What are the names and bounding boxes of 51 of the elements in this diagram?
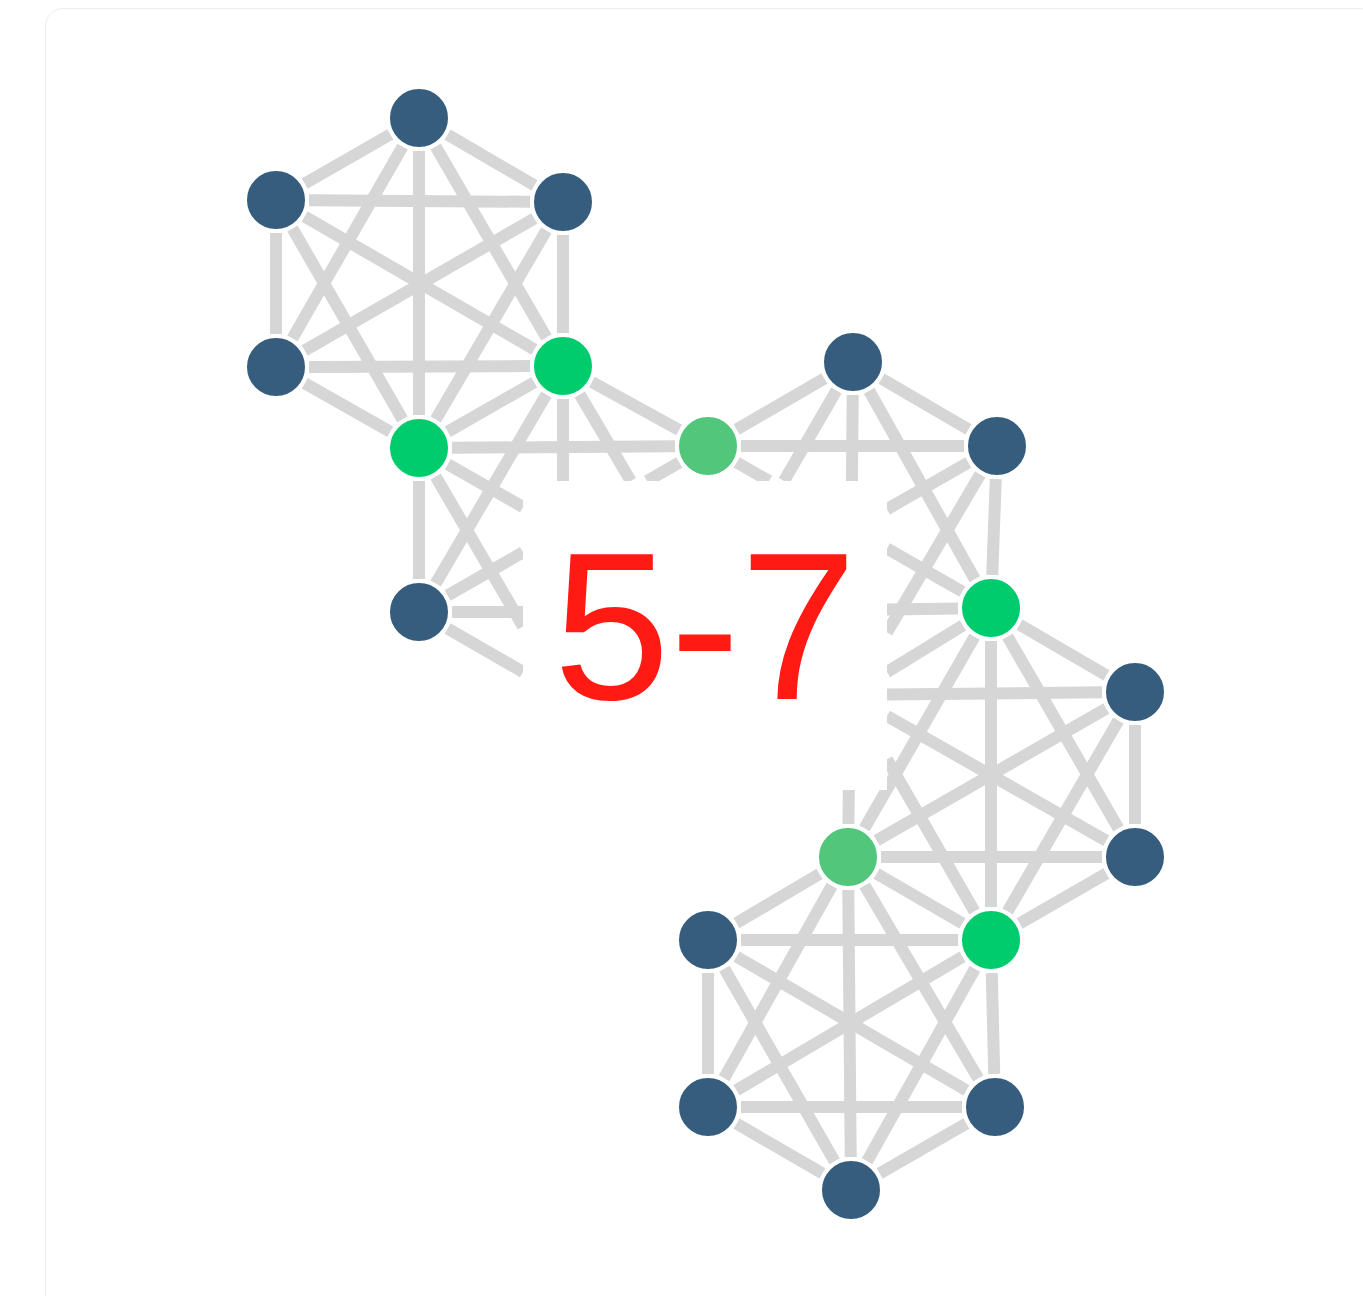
connector-line [430,391,552,587]
connector-line [301,129,394,189]
connector-line [1016,619,1110,681]
connector-line [719,965,840,1165]
connector-line [1129,725,1141,824]
connector-line [778,387,842,484]
connector-line [430,227,552,423]
connector-line [413,151,425,415]
connector-line [452,606,523,618]
connector-line [733,373,828,435]
connector-line [985,972,1001,1075]
connector-line [842,789,855,825]
connector-line [842,889,857,1158]
connector-line [859,633,980,832]
connector-line [741,440,964,452]
connector-line [451,440,676,454]
connector-line [301,378,394,437]
connector-line [718,882,838,1082]
connector-line [861,965,981,1165]
connector-line [859,882,984,1082]
connector-line [287,143,408,342]
connector-line [1002,717,1124,915]
connector-line [985,641,997,907]
connector-line [270,233,282,334]
connector-line [557,399,569,481]
connector-line [1002,633,1124,832]
connector-line [886,602,959,616]
connector-line [308,194,531,208]
connector-line [557,235,569,333]
connector-line [413,481,425,579]
connector-line [876,1118,970,1179]
connector-line [845,394,859,482]
connector-line [733,868,823,929]
connector-line [702,973,714,1074]
connector-line [430,143,552,341]
connector-line [444,377,538,437]
connector-line [863,387,981,583]
connector-line [986,478,1002,576]
range-label: 5-7 [523,481,887,790]
connector-line [733,1118,826,1179]
connector-line [881,851,1102,863]
connector-line [308,360,531,373]
connector-line [1016,868,1110,929]
connector-line [444,129,538,191]
connector-line [873,868,966,929]
connector-line [741,934,958,946]
connector-line [886,686,1103,701]
connector-line [878,373,972,435]
connector-line [589,376,682,436]
connector-line [741,1101,962,1113]
connector-line [287,225,408,423]
